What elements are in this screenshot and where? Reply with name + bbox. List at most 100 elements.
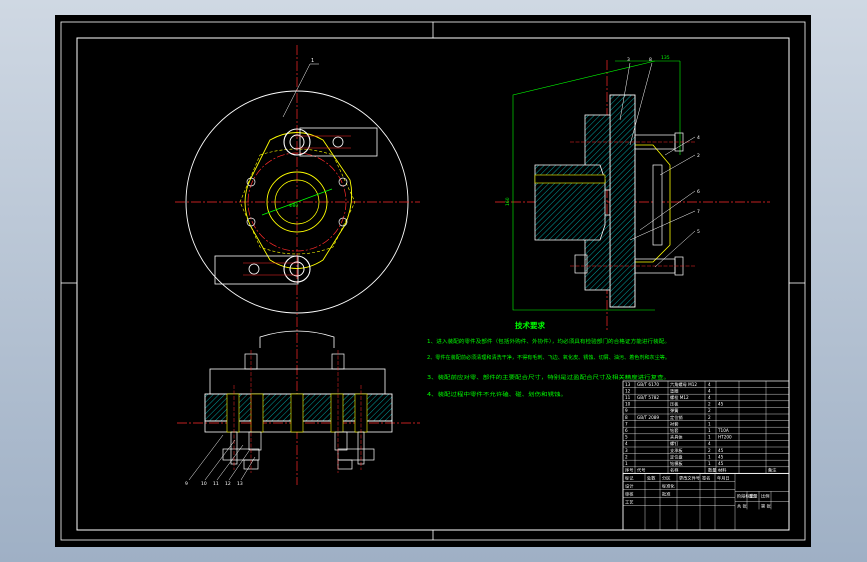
top-view-part-label: 1 <box>311 58 314 64</box>
parts-list-cell: 13 <box>625 382 631 387</box>
parts-list-cell: 夹具体 <box>670 434 683 441</box>
parts-list-cell: 钻套 <box>670 427 679 434</box>
parts-list-cell: 1 <box>708 435 711 440</box>
parts-list-cell: 4 <box>708 441 711 446</box>
title-block-cell: 共 张 <box>737 502 748 509</box>
technical-requirements: 技术要求 1、进入装配的零件及部件（包括外购件、外协件），均必须具有检验部门的合… <box>427 320 670 398</box>
parts-list-header-cell: 名称 <box>670 467 678 474</box>
parts-list-cell: 2 <box>708 415 711 420</box>
title-block-cell: 审核 <box>625 490 634 497</box>
upper-clamp-bar <box>299 127 378 157</box>
title-block: 标记 处数分区 更改文件号签名年月日设计 标准化审核工艺 批准 阶段标记重量比例共 张 第 … <box>622 472 790 531</box>
bottom-callout-12: 12 <box>225 481 231 487</box>
title-block-cell: 处数 <box>647 474 656 481</box>
parts-list-cell: 4 <box>708 382 711 387</box>
parts-list-cell: 压板 <box>670 401 679 408</box>
parts-list-cell: 10 <box>625 402 631 407</box>
parts-list-header-cell: 数量 <box>708 467 716 474</box>
lower-clamp-bar <box>214 255 299 285</box>
parts-list-cell: GB/T 2089 <box>637 415 659 420</box>
section-height-dimension: 160 <box>505 197 511 206</box>
section-label-7: 7 <box>697 209 700 215</box>
title-block-cell: 分区 <box>662 474 670 481</box>
title-block-cell: 标准化 <box>662 482 675 489</box>
title-block-cell: 第 张 <box>761 502 772 509</box>
title-block-cell: 签名 <box>702 474 710 481</box>
parts-list-cell: HT200 <box>718 435 732 440</box>
parts-list-cell: 11 <box>625 395 631 400</box>
parts-list-cell: 4 <box>708 395 711 400</box>
parts-list-cell: 1 <box>708 454 711 459</box>
title-block-cell: 更改文件号 <box>679 474 700 481</box>
section-label-2: 2 <box>697 153 700 159</box>
section-label-6: 6 <box>697 189 700 195</box>
parts-list-cell: 1 <box>708 461 711 466</box>
parts-list-cell: 螺钉 <box>670 440 679 447</box>
top-view: Φ80 1 <box>175 45 420 335</box>
title-block-cell: 重量 <box>749 492 757 499</box>
parts-list-cell: 5 <box>625 435 628 440</box>
parts-list-cell: 1 <box>625 461 628 466</box>
centerlines-top <box>175 45 420 335</box>
parts-list-cell: 2 <box>708 448 711 453</box>
parts-list-cell: 8 <box>625 415 628 420</box>
parts-list-cell: T10A <box>717 428 729 433</box>
title-block-cell: 标记 <box>625 474 634 481</box>
bolt-holes <box>246 177 348 227</box>
parts-list-cell: 螺栓 M12 <box>670 394 689 401</box>
bottom-callout-13: 13 <box>237 481 243 487</box>
section-label-4: 4 <box>697 135 700 141</box>
section-label-5: 5 <box>697 229 700 235</box>
parts-list-cell: 4 <box>625 441 628 446</box>
parts-list-cell: GB/T 6170 <box>637 382 659 387</box>
parts-list-header-cell: 备注 <box>768 467 777 474</box>
title-block-cell: 工艺 <box>625 499 633 504</box>
tech-req-line-3: 3、装配前应对零、部件的主要配合尺寸，特别是过盈配合尺寸及相关精度进行复查。 <box>427 374 670 381</box>
parts-list-cell: 衬套 <box>670 420 679 427</box>
title-block-cell: 比例 <box>761 492 769 499</box>
parts-list-cell: 7 <box>625 421 628 426</box>
parts-list-cell: 六角螺母 M12 <box>670 381 697 388</box>
section-width-dimension: 135 <box>661 55 670 61</box>
parts-list-cell: 4 <box>708 388 711 393</box>
title-block-cell: 阶段标记 <box>737 492 755 499</box>
parts-list-cell: 45 <box>718 448 724 453</box>
parts-list-cell: 9 <box>625 408 628 413</box>
parts-list-cell: 45 <box>718 454 724 459</box>
parts-list-cell: 垫圈 <box>670 387 678 394</box>
title-block-cell: 批准 <box>662 490 670 497</box>
parts-list-cell: GB/T 5782 <box>637 395 659 400</box>
tech-req-line-1: 1、进入装配的零件及部件（包括外购件、外协件），均必须具有检验部门的合格证方能进… <box>427 338 670 345</box>
title-block-cell: 年月日 <box>717 474 730 481</box>
parts-list-cell: 45 <box>718 461 724 466</box>
sheet-outer-border <box>60 21 806 541</box>
parts-list-header-cell: 材料 <box>718 467 727 474</box>
parts-list-cell: 定位盘 <box>670 453 683 460</box>
parts-list-cell: 3 <box>625 448 628 453</box>
title-block-cell: 设计 <box>625 482 633 489</box>
parts-list-cell: 6 <box>625 428 628 433</box>
parts-list-cell: 弹簧 <box>670 407 678 414</box>
bottom-callout-10: 10 <box>201 481 207 487</box>
tech-req-line-2: 2、零件在装配前必须清理和清洗干净，不得有毛刺、飞边、氧化皮、锈蚀、切屑、油污、… <box>427 354 670 361</box>
center-marks <box>61 22 805 540</box>
section-label-8: 8 <box>649 57 652 63</box>
side-section-view: 135 160 3 8 4 <box>495 55 770 330</box>
section-label-3: 3 <box>627 57 630 63</box>
parts-list-cell: 支承板 <box>670 447 683 454</box>
parts-list-cell: 2 <box>708 402 711 407</box>
tech-req-title: 技术要求 <box>515 320 545 330</box>
parts-list-cell: 2 <box>625 454 628 459</box>
drill-plate-outline <box>244 132 353 269</box>
bottom-callout-11: 11 <box>213 481 219 487</box>
cad-drawing-canvas: Φ80 1 <box>55 15 811 547</box>
parts-list-header-cell: 代号 <box>637 467 645 474</box>
parts-list-cell: 1 <box>708 421 711 426</box>
parts-list-cell: 1 <box>708 428 711 433</box>
parts-list-cell: 45 <box>718 402 724 407</box>
parts-list-cell: 12 <box>625 388 631 393</box>
locating-plate-section <box>609 94 636 308</box>
front-section-view: 9 10 11 12 13 <box>177 330 420 487</box>
parts-list-cell: 2 <box>708 408 711 413</box>
